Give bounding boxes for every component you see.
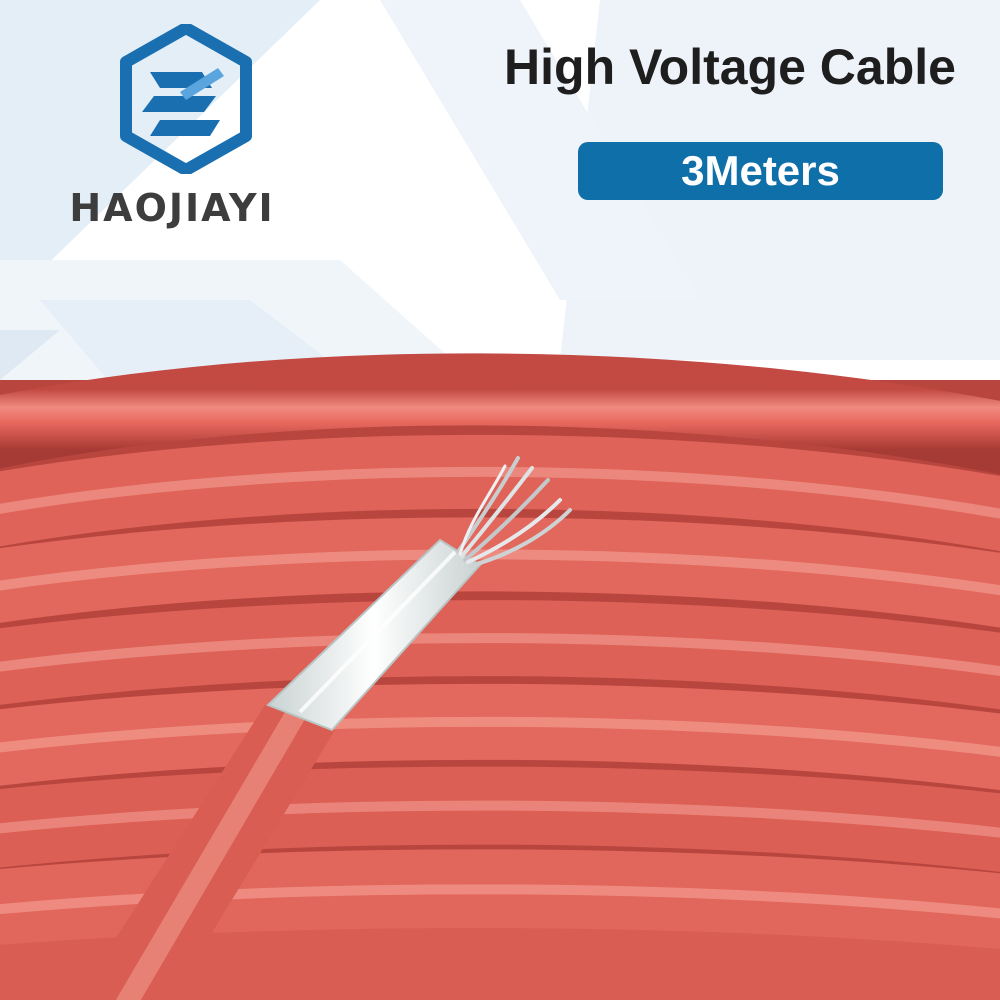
brand-name: HAOJIAYI xyxy=(69,186,275,230)
cable-end xyxy=(76,538,482,1000)
cable-coil xyxy=(0,353,1000,1000)
length-badge: 3Meters xyxy=(578,142,943,200)
stranded-wire-icon xyxy=(456,456,572,568)
brand-logo: HAOJIAYI xyxy=(22,22,322,232)
hexagon-e-logo-icon xyxy=(120,24,252,174)
product-title: High Voltage Cable xyxy=(504,39,956,95)
